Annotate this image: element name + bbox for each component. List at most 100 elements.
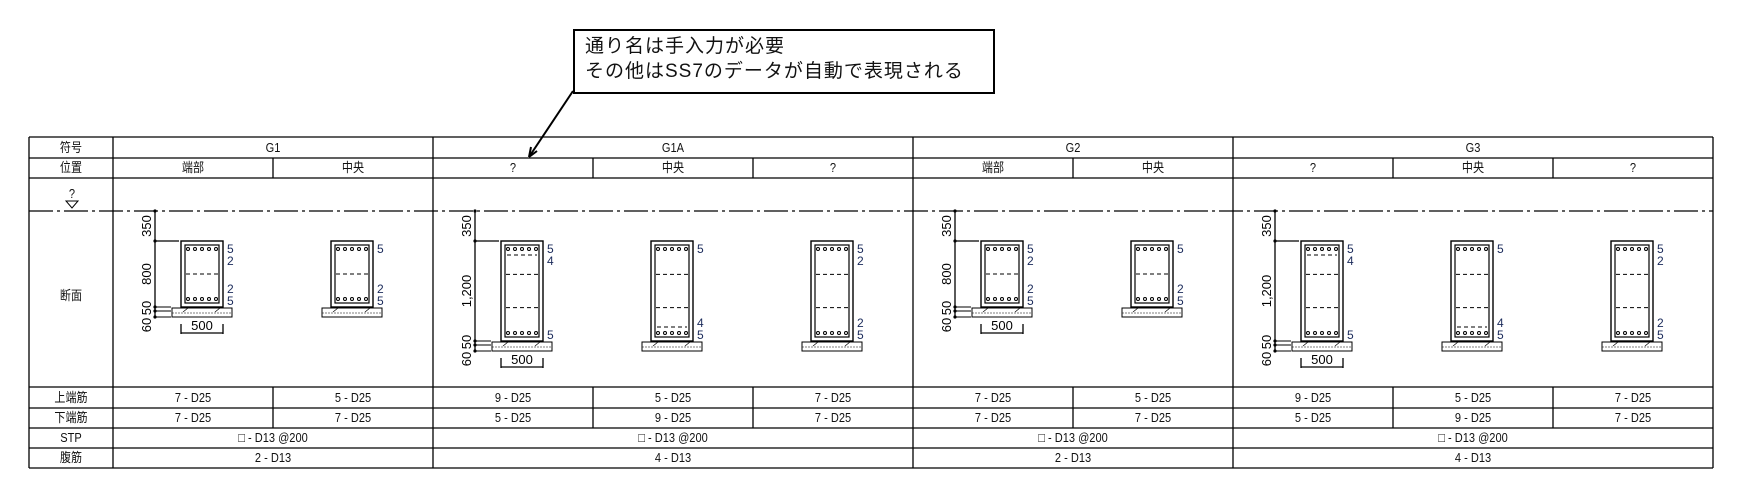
bottom-rebar <box>527 331 531 335</box>
bottom-rebar <box>1463 331 1467 335</box>
top-rebar <box>1644 247 1648 251</box>
bottom-rebar <box>1306 331 1310 335</box>
bottom-rebar <box>520 331 524 335</box>
web-bar-spec: 4 - D13 <box>654 450 692 465</box>
bottom-rebar <box>357 297 361 301</box>
rebar-count-mark: 5 <box>1177 242 1184 256</box>
top-rebar <box>364 247 368 251</box>
beam-section-outline <box>1450 240 1494 342</box>
bottom-rebar <box>670 331 674 335</box>
bottom-rebar <box>1000 297 1004 301</box>
slab-hatch <box>321 307 383 318</box>
level-triangle-icon <box>64 200 80 209</box>
slab-hatch-stroke <box>812 341 819 347</box>
dimension-label-500: 500 <box>511 352 533 367</box>
rebar-count-mark: 4 <box>1497 316 1504 330</box>
dimension-label-depth: 800 <box>939 263 954 285</box>
slab-hatch <box>641 341 703 352</box>
bottom-bar-spec: 9 - D25 <box>1454 410 1492 425</box>
rebar-count-mark: 5 <box>1027 242 1034 256</box>
bottom-rebar <box>677 331 681 335</box>
bottom-rebar <box>1630 331 1634 335</box>
position-label: 中央 <box>661 160 685 175</box>
position-label: ? <box>1629 160 1637 175</box>
top-rebar <box>1327 247 1331 251</box>
top-bar-spec: 5 - D25 <box>334 390 372 405</box>
group-name-g1: G1 <box>265 140 281 155</box>
top-rebar <box>200 247 204 251</box>
bottom-rebar <box>343 297 347 301</box>
beam-section-outline <box>980 240 1024 308</box>
bottom-rebar <box>506 331 510 335</box>
rebar-count-mark: 4 <box>697 316 704 330</box>
rebar-count-mark: 5 <box>697 328 704 342</box>
top-rebar <box>837 247 841 251</box>
position-label: 中央 <box>341 160 365 175</box>
beam-section-outline <box>650 240 694 342</box>
dimension-dot <box>953 209 957 213</box>
callout-leader <box>528 90 574 158</box>
top-bar-spec: 5 - D25 <box>654 390 692 405</box>
dimension-dot <box>953 239 957 243</box>
rebar-count-mark: 2 <box>1027 282 1034 296</box>
top-rebar <box>1014 247 1018 251</box>
top-rebar <box>1456 247 1460 251</box>
top-rebar <box>1616 247 1620 251</box>
stirrup-outline <box>184 244 220 304</box>
bottom-rebar <box>336 297 340 301</box>
stirrup-outline <box>984 244 1020 304</box>
slab-hatch-stroke <box>1484 341 1491 347</box>
bottom-rebar <box>837 331 841 335</box>
bottom-rebar <box>830 331 834 335</box>
slab-hatch <box>971 307 1033 318</box>
top-bar-spec: 7 - D25 <box>974 390 1012 405</box>
bottom-rebar <box>993 297 997 301</box>
rebar-count-mark: 5 <box>697 242 704 256</box>
stirrup-spec: □ - D13 @200 <box>238 430 308 445</box>
top-rebar <box>343 247 347 251</box>
bottom-rebar <box>1644 331 1648 335</box>
top-bar-spec: 5 - D25 <box>1454 390 1492 405</box>
slab-hatch-stroke <box>684 341 691 347</box>
bottom-bar-spec: 7 - D25 <box>334 410 372 425</box>
top-rebar <box>823 247 827 251</box>
rebar-count-mark: 2 <box>857 254 864 268</box>
slab-hatch-stroke <box>1334 341 1341 347</box>
top-rebar <box>1463 247 1467 251</box>
web-bar-spec: 4 - D13 <box>1454 450 1492 465</box>
position-label: 端部 <box>981 160 1005 175</box>
dimension-dot <box>153 209 157 213</box>
slab-hatch-stroke <box>1612 341 1619 347</box>
bottom-rebar <box>1637 331 1641 335</box>
bottom-bar-spec: 7 - D25 <box>974 410 1012 425</box>
position-label: 端部 <box>181 160 205 175</box>
callout-line-1: 通り名は手入力が必要 <box>585 36 786 57</box>
callout-line-2: その他はSS7のデータが自動で表現される <box>585 61 964 82</box>
top-rebar <box>1334 247 1338 251</box>
bottom-rebar <box>1623 331 1627 335</box>
top-rebar <box>534 247 538 251</box>
slab-hatch-stroke <box>1132 307 1139 313</box>
dimension-label-350: 350 <box>139 215 154 237</box>
rebar-count-mark: 2 <box>857 316 864 330</box>
top-rebar <box>527 247 531 251</box>
bottom-rebar <box>1334 331 1338 335</box>
stirrup-spec: □ - D13 @200 <box>1438 430 1508 445</box>
row-label-stp: STP <box>60 430 82 445</box>
top-rebar <box>1637 247 1641 251</box>
slab-hatch <box>1291 341 1353 352</box>
top-bar-spec: 7 - D25 <box>814 390 852 405</box>
top-rebar <box>1157 247 1161 251</box>
top-rebar <box>214 247 218 251</box>
group-name-g2: G2 <box>1065 140 1081 155</box>
dimension-label-500: 500 <box>991 318 1013 333</box>
bottom-rebar <box>1143 297 1147 301</box>
rebar-count-mark: 5 <box>1657 328 1664 342</box>
bottom-rebar <box>986 297 990 301</box>
dimension-label-350: 350 <box>459 215 474 237</box>
bottom-rebar <box>1484 331 1488 335</box>
dimension-label-60: 60 <box>1259 352 1274 366</box>
row-label-position: 位置 <box>59 160 83 175</box>
beam-section-outline <box>330 240 374 308</box>
